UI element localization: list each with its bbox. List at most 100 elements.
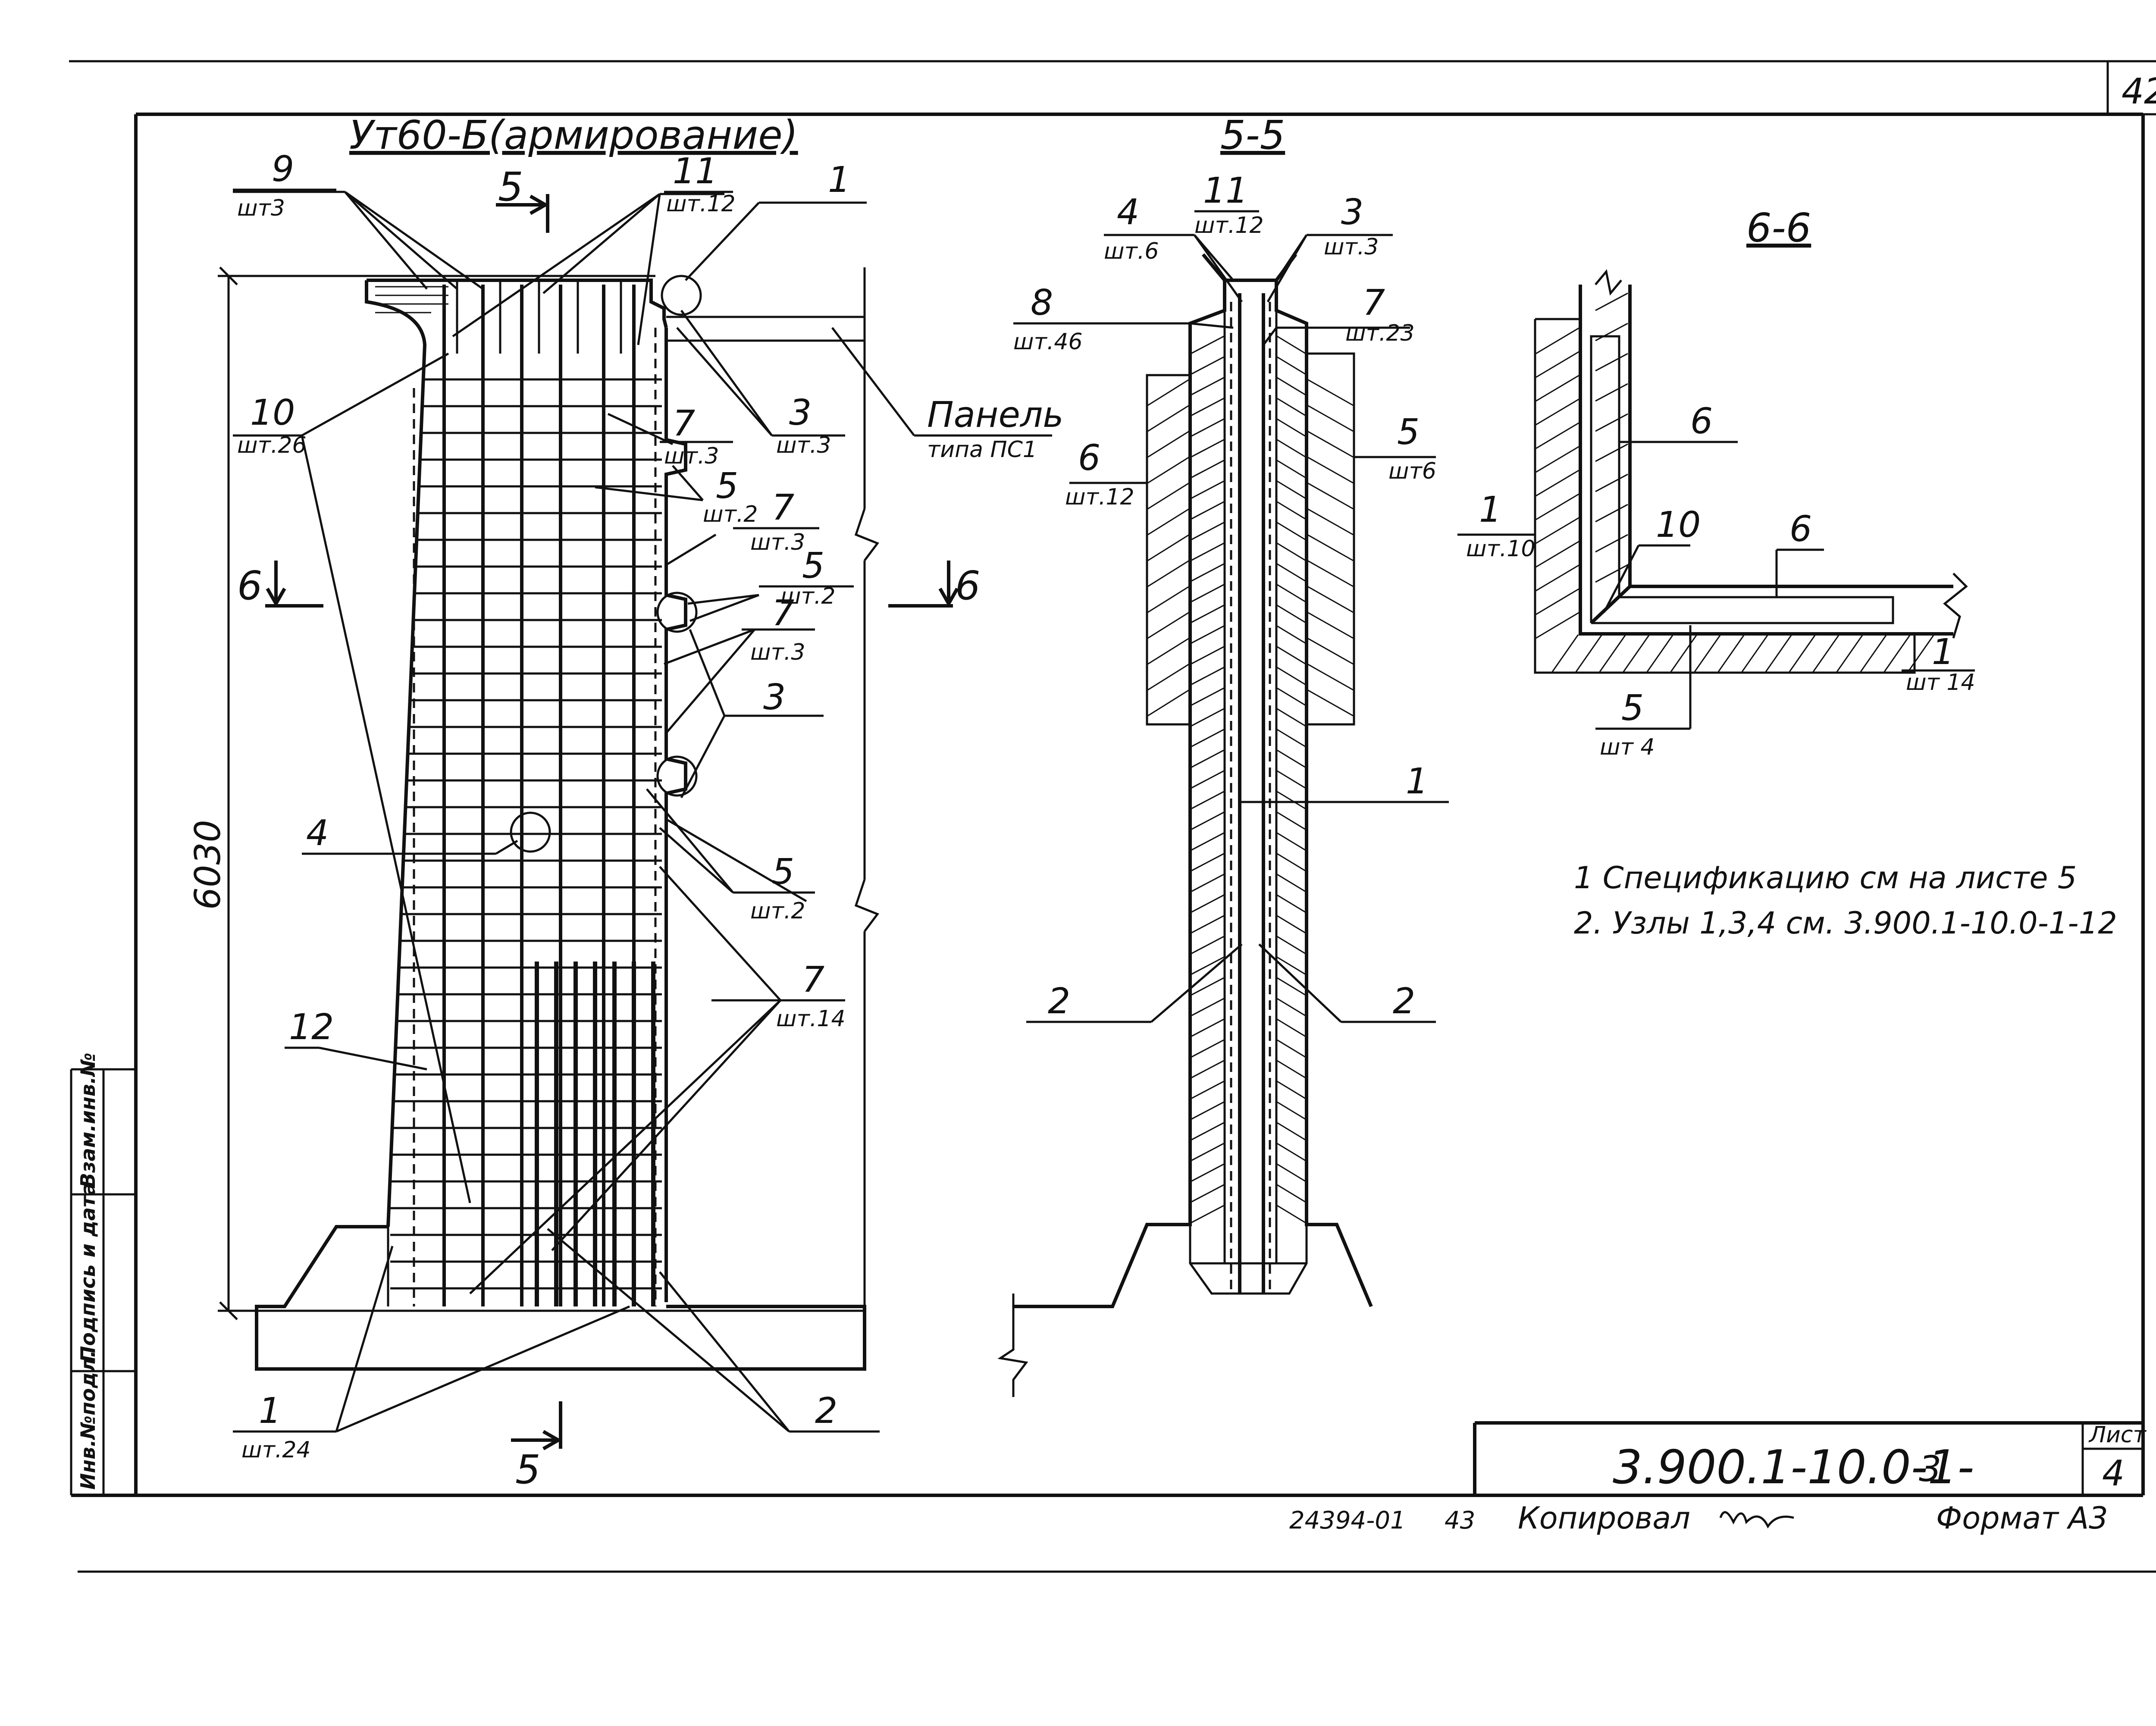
svg-text:5: 5 — [1397, 412, 1420, 453]
svg-text:3: 3 — [763, 677, 786, 718]
svg-text:5: 5 — [1621, 688, 1644, 729]
section-5-5-leaders — [1013, 234, 1449, 1023]
callout-5c: 5 шт.2 — [750, 852, 805, 924]
svg-text:1: 1 — [1932, 632, 1954, 673]
footer-order-number: 24394-01 — [1289, 1507, 1406, 1535]
svg-text:8: 8 — [1031, 282, 1053, 323]
svg-text:шт.26: шт.26 — [237, 432, 307, 458]
sheet-frame — [69, 60, 2156, 1573]
page-number: 42 — [2122, 71, 2156, 112]
svg-text:11: 11 — [1203, 170, 1248, 211]
svg-text:5: 5 — [772, 852, 794, 893]
callout-11: 11 шт.12 — [664, 151, 736, 217]
section-6-6-title: 6-6 — [1746, 205, 1811, 251]
callout-9: 9 шт3 — [233, 149, 336, 221]
elevation-horizontal-bars — [390, 378, 662, 1290]
section-callout-3: 3 шт.3 — [1324, 192, 1379, 260]
elevation-node-circles — [510, 275, 702, 853]
stamp-vzam-inv: Взам.инв.№ — [76, 1053, 100, 1188]
elevation-leaders — [233, 191, 1052, 1433]
section-5-5-title: 5-5 — [1220, 112, 1285, 158]
callout-1-bottom: 1 шт.24 — [241, 1391, 311, 1463]
section-5-bottom-label: 5 — [515, 1447, 541, 1493]
svg-text:шт6: шт6 — [1388, 458, 1436, 484]
svg-text:шт.12: шт.12 — [1065, 484, 1134, 510]
svg-text:шт.2: шт.2 — [780, 583, 836, 609]
callout-10: 10 шт.26 — [237, 392, 307, 458]
svg-text:шт.46: шт.46 — [1013, 329, 1083, 355]
callout-1-top: 1 — [828, 160, 850, 200]
svg-text:7: 7 — [772, 487, 794, 528]
dimension-6030 — [218, 266, 865, 1320]
svg-text:шт.3: шт.3 — [750, 529, 805, 555]
svg-text:7: 7 — [673, 403, 695, 444]
svg-text:1: 1 — [259, 1391, 281, 1432]
svg-text:5: 5 — [716, 466, 738, 507]
svg-text:2: 2 — [1393, 981, 1415, 1022]
elevation-view: Ут60-Б(армирование) — [188, 112, 1064, 1493]
section-6-6-view: 6-6 6 — [1457, 205, 1975, 760]
svg-text:7: 7 — [1363, 282, 1385, 323]
callout-panel-ps1: Панель типа ПС1 — [927, 395, 1064, 463]
svg-text:4: 4 — [1117, 192, 1139, 233]
elevation-vertical-bars — [442, 285, 636, 1306]
svg-text:12: 12 — [289, 1007, 334, 1048]
svg-text:5: 5 — [802, 545, 824, 586]
title-sheet-label: Лист — [2088, 1422, 2147, 1448]
section-marker-5-top — [496, 194, 549, 233]
svg-text:шт.3: шт.3 — [664, 443, 719, 469]
svg-text:7: 7 — [772, 593, 794, 634]
svg-text:1: 1 — [1479, 489, 1501, 530]
section-marker-6-left — [265, 561, 323, 608]
detail-callout-1-right: 1 шт 14 — [1906, 632, 1975, 695]
svg-text:7: 7 — [802, 959, 824, 1000]
note-2: 2. Узлы 1,3,4 см. 3.900.1-10.0-1-12 — [1574, 905, 2117, 941]
svg-text:шт.3: шт.3 — [776, 432, 831, 458]
svg-text:Панель: Панель — [927, 395, 1064, 435]
detail-callout-6-right: 6 — [1789, 509, 1812, 550]
callout-7c: 7 шт.3 — [742, 593, 815, 665]
copier-signature — [1719, 1511, 1794, 1529]
detail-callout-1-left: 1 шт.10 — [1466, 489, 1536, 562]
svg-text:шт.24: шт.24 — [241, 1437, 311, 1463]
svg-text:шт.12: шт.12 — [1194, 213, 1264, 238]
section-callout-2-left: 2 — [1048, 981, 1070, 1022]
svg-text:шт.23: шт.23 — [1345, 320, 1415, 346]
footer-format: Формат А3 — [1936, 1500, 2108, 1536]
section-5-top-label: 5 — [498, 164, 523, 210]
footer: 24394-01 43 Копировал Формат А3 — [1289, 1500, 2108, 1536]
svg-text:4: 4 — [306, 813, 329, 854]
section-6-right-label: 6 — [955, 563, 981, 609]
section-callout-6: 6 шт.12 — [1065, 438, 1134, 510]
svg-text:типа ПС1: типа ПС1 — [927, 437, 1037, 463]
svg-text:шт.3: шт.3 — [750, 639, 805, 665]
elevation-title: Ут60-Б(армирование) — [349, 112, 798, 158]
stamp-podpis-data: Подпись и дата — [76, 1182, 100, 1363]
section-callout-5: 5 шт6 — [1388, 412, 1436, 484]
side-stamp: Взам.инв.№ Подпись и дата Инв.№подл. — [70, 1053, 136, 1495]
footer-number: 43 — [1445, 1507, 1475, 1535]
svg-text:шт 4: шт 4 — [1600, 734, 1655, 760]
svg-text:шт 14: шт 14 — [1906, 670, 1975, 695]
detail-callout-5: 5 шт 4 — [1600, 688, 1655, 760]
callout-2: 2 — [815, 1391, 837, 1432]
section-callout-7: 7 шт.23 — [1345, 282, 1415, 346]
callout-7b: 7 шт.3 — [733, 487, 819, 555]
elevation-lower-mesh — [535, 962, 655, 1306]
svg-text:шт.10: шт.10 — [1466, 536, 1536, 562]
svg-text:1: 1 — [1406, 761, 1428, 802]
svg-text:2: 2 — [1048, 981, 1070, 1022]
section-marker-6-right — [888, 561, 959, 608]
svg-text:10: 10 — [1656, 504, 1701, 545]
section-6-6-leaders — [1457, 441, 1975, 730]
svg-text:10: 10 — [250, 392, 295, 433]
title-block: 3.900.1-10.0-1- 3 Лист 4 — [1473, 1421, 2147, 1495]
section-5-5-hatch — [1147, 335, 1354, 1224]
section-marker-5-bottom — [511, 1401, 562, 1450]
notes: 1 Спецификацию см на листе 5 2. Узлы 1,3… — [1574, 860, 2117, 941]
note-1: 1 Спецификацию см на листе 5 — [1574, 860, 2077, 896]
svg-text:шт.2: шт.2 — [750, 898, 805, 924]
section-callout-8: 8 шт.46 — [1013, 282, 1083, 355]
svg-text:3: 3 — [1341, 192, 1363, 233]
dimension-6030-label: 6030 — [188, 820, 229, 910]
